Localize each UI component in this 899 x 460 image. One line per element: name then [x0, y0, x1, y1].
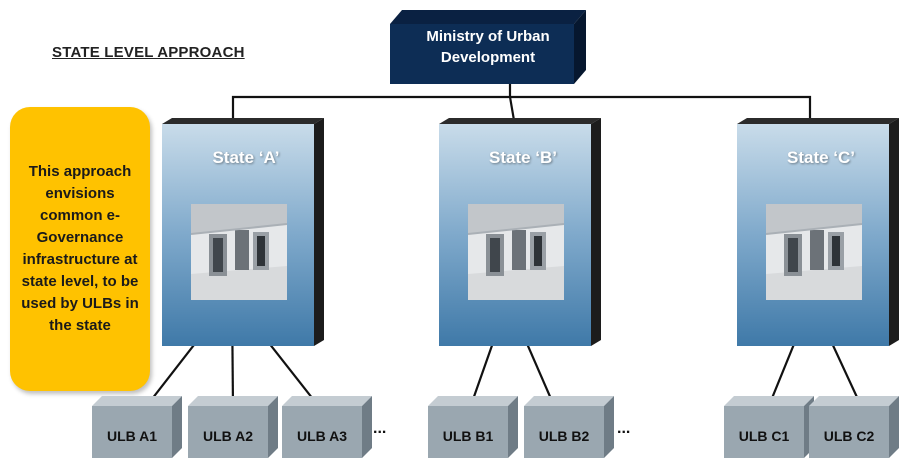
ulb-label: ULB A1: [106, 428, 158, 444]
ulb-label: ULB A2: [202, 428, 254, 444]
ulb-cube-shape: [809, 396, 899, 458]
ulb-box: ULB C1: [724, 396, 814, 458]
ulb-box: ULB B1: [428, 396, 518, 458]
datacenter-image: [468, 204, 564, 300]
ulb-cube-shape: [428, 396, 518, 458]
ministry-box-shape: [390, 10, 586, 84]
ulb-box: ULB C2: [809, 396, 899, 458]
ulb-cube-shape: [188, 396, 278, 458]
ulb-label: ULB B1: [442, 428, 494, 444]
ellipsis-a: ...: [373, 420, 387, 437]
ulb-label: ULB C2: [823, 428, 875, 444]
ulb-cube-shape: [724, 396, 814, 458]
approach-note: This approach envisions common e-Governa…: [10, 107, 150, 391]
approach-note-text: This approach envisions common e-Governa…: [21, 163, 139, 334]
state-a-box: State ‘A’: [162, 118, 344, 350]
state-c-box: State ‘C’: [737, 118, 899, 350]
ministry-label-line1: Ministry of Urban: [426, 28, 550, 45]
ulb-label: ULB C1: [738, 428, 790, 444]
state-title: State ‘C’: [786, 148, 856, 167]
ulb-cube-shape: [282, 396, 372, 458]
ministry-label-line2: Development: [440, 49, 536, 66]
ulb-cube-shape: [524, 396, 614, 458]
ulb-cube-shape: [92, 396, 182, 458]
ministry-box: Ministry of Urban Development: [390, 10, 586, 84]
ellipsis-b: ...: [617, 420, 631, 437]
ulb-box: ULB B2: [524, 396, 614, 458]
datacenter-image: [766, 204, 862, 300]
ulb-label: ULB B2: [538, 428, 590, 444]
ulb-box: ULB A2: [188, 396, 278, 458]
state-title: State ‘B’: [488, 148, 558, 167]
ulb-box: ULB A1: [92, 396, 182, 458]
datacenter-image: [191, 204, 287, 300]
ulb-box: ULB A3: [282, 396, 372, 458]
ulb-label: ULB A3: [296, 428, 348, 444]
state-title: State ‘A’: [212, 148, 280, 167]
state-b-box: State ‘B’: [439, 118, 621, 350]
diagram-heading: STATE LEVEL APPROACH: [52, 44, 245, 61]
ministry-connector: [231, 84, 512, 135]
